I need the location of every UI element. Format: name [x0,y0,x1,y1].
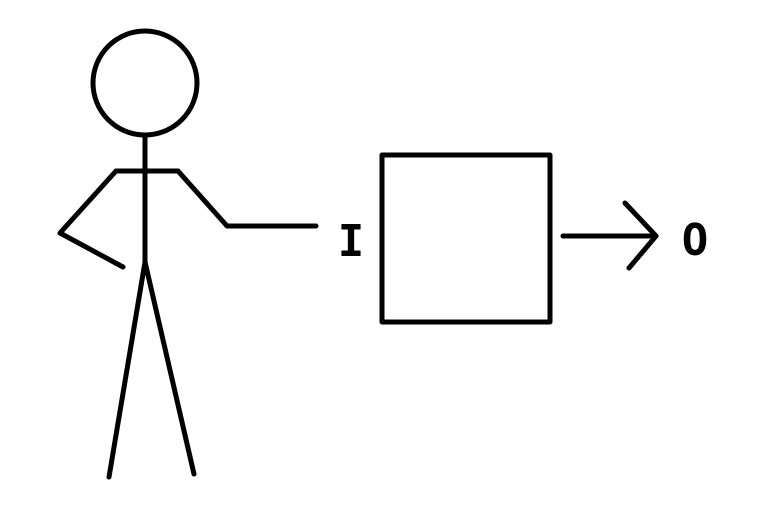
figure-left-arm [57,168,126,270]
figure-right-arm [175,168,319,229]
figure-left-leg [106,259,148,480]
output-label: O [682,215,709,266]
figure-right-leg [142,259,197,477]
arrow-head [622,200,659,271]
stick-figure [57,28,319,480]
output-arrow [560,200,659,271]
input-label: I [338,216,365,267]
process-box [379,152,553,325]
figure-head [90,28,200,138]
